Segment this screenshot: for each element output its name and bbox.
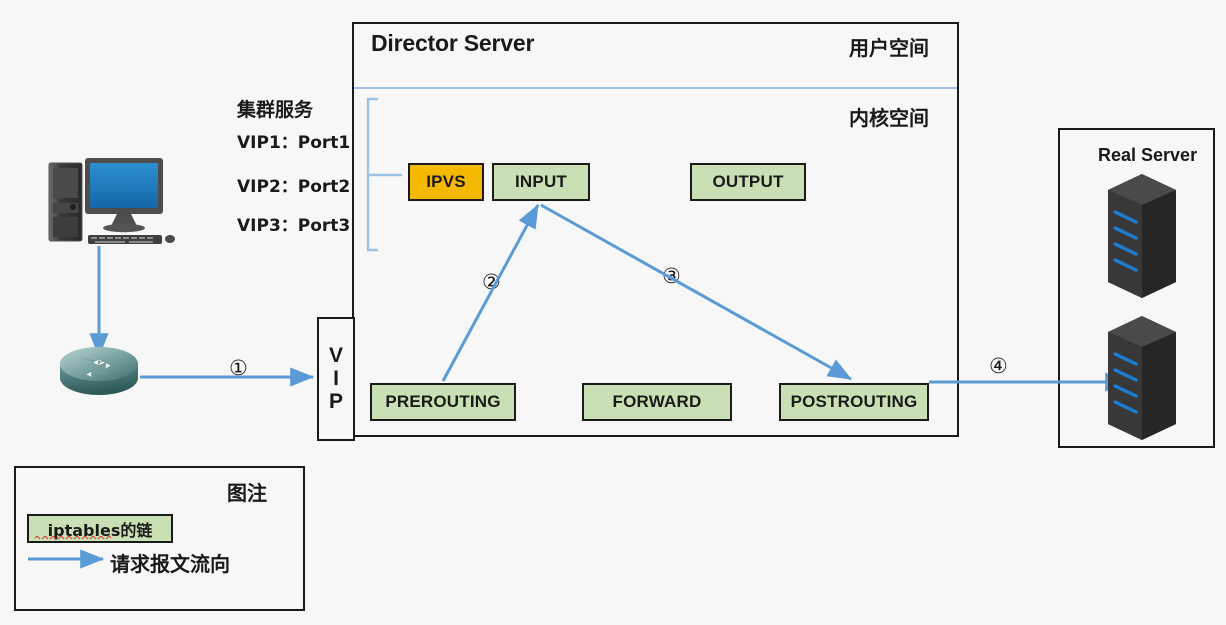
ipvs-box[interactable]: IPVS <box>408 163 484 201</box>
real-server-box <box>1058 128 1215 448</box>
prerouting-chain-box[interactable]: PREROUTING <box>370 383 516 421</box>
router-icon <box>60 347 138 395</box>
output-chain-box[interactable]: OUTPUT <box>690 163 806 201</box>
step-marker-4: ④ <box>989 354 1008 378</box>
desktop-computer-icon <box>48 158 175 244</box>
step-marker-1: ① <box>229 356 248 380</box>
input-chain-box[interactable]: INPUT <box>492 163 590 201</box>
user-kernel-space-divider <box>354 87 957 89</box>
step-marker-2: ② <box>482 270 501 294</box>
cluster-service-title: 集群服务 <box>237 99 314 121</box>
vip-letter: P <box>328 390 343 414</box>
forward-chain-box[interactable]: FORWARD <box>582 383 732 421</box>
vip-letter: I <box>333 366 339 390</box>
spellcheck-squiggle-icon <box>35 535 112 539</box>
vip-letter: V <box>328 343 343 367</box>
legend-chain-swatch: iptables的链 <box>27 514 173 543</box>
legend-title: 图注 <box>227 481 267 505</box>
director-server-box <box>352 22 959 437</box>
kernel-space-label: 内核空间 <box>849 106 929 130</box>
vip-box[interactable]: V I P <box>317 317 355 441</box>
real-server-title: Real Server <box>1098 145 1198 165</box>
cluster-service-entry: VIP2：Port2 <box>237 177 351 197</box>
cluster-service-entry: VIP1：Port1 <box>237 133 351 153</box>
step-marker-3: ③ <box>662 264 681 288</box>
director-server-title: Director Server <box>371 30 535 56</box>
legend-flow-label: 请求报文流向 <box>110 552 230 576</box>
user-space-label: 用户空间 <box>849 36 929 60</box>
legend-chain-swatch-label: iptables的链 <box>47 520 153 540</box>
postrouting-chain-box[interactable]: POSTROUTING <box>779 383 929 421</box>
cluster-service-entry: VIP3：Port3 <box>237 216 351 236</box>
